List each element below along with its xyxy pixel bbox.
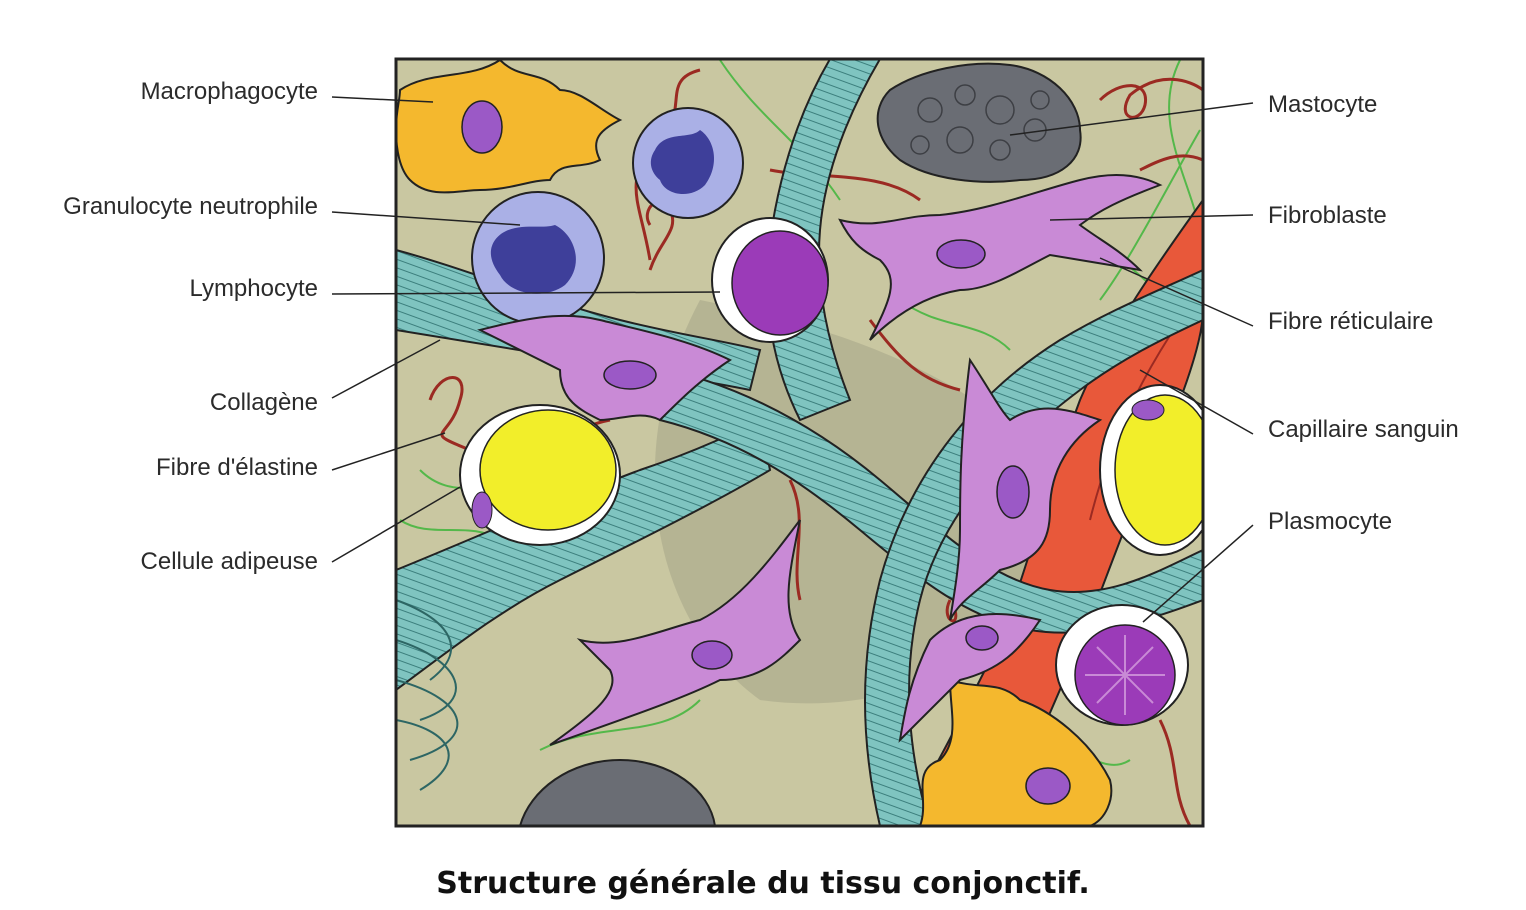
leader-reticulaire (1099, 257, 1254, 327)
leader-elastine (331, 432, 446, 471)
macrophagocyte-bottom-nucleus (1025, 767, 1071, 805)
fibroblast-top-right (838, 174, 1163, 341)
leader-granulocyte (331, 211, 521, 226)
mastocyte-cell (876, 62, 1082, 183)
label-plasmocyte: Plasmocyte (1268, 508, 1393, 535)
fibroblast-bottom-center (898, 613, 1042, 743)
fibroblast-center-left-nucleus (603, 360, 657, 390)
label-capillaire-sanguin: Capillaire sanguin (1268, 416, 1459, 443)
leader-adipeuse (331, 486, 461, 563)
plasmocyte-chromatin-spokes (1085, 635, 1165, 715)
label-granulocyte-neutrophile: Granulocyte neutrophile (63, 193, 318, 220)
fibroblast-center-left (477, 314, 732, 422)
fibroblast-lower-left-nucleus (691, 640, 733, 670)
adipocyte-right-nucleus (1131, 399, 1165, 421)
label-fibroblaste: Fibroblaste (1268, 202, 1387, 229)
macrophagocyte-nucleus (461, 100, 503, 154)
panel-border (394, 57, 1205, 828)
label-fibre-elastine: Fibre d'élastine (156, 454, 318, 481)
macrophagocyte-cell (396, 59, 623, 194)
fibroblast-top-right-nucleus (936, 239, 986, 269)
label-collagene: Collagène (209, 389, 318, 416)
label-cellule-adipeuse: Cellule adipeuse (140, 548, 318, 575)
fibroblast-right-nucleus (996, 465, 1030, 519)
label-lymphocyte: Lymphocyte (189, 275, 318, 302)
label-macrophagocyte: Macrophagocyte (140, 78, 318, 105)
tissue-panel (396, 59, 1203, 826)
leader-collagene (331, 339, 441, 399)
neutrophil-lower-nucleus (490, 225, 576, 294)
leader-fibroblaste (1049, 214, 1254, 221)
fibroblast-lower-left (549, 519, 802, 746)
collagen-band-right-arc (864, 268, 1203, 826)
neutrophil-upper-nucleus (650, 130, 715, 195)
adipocyte-left-nucleus (471, 491, 493, 529)
lymphocyte-nucleus (731, 230, 829, 336)
leader-lines (331, 96, 1254, 623)
collagen-fan-strands (396, 599, 459, 791)
leader-macrophagocyte (331, 96, 434, 103)
mastocyte-cell-bottom (518, 758, 717, 826)
leader-plasmocyte (1142, 524, 1254, 623)
leader-capillaire (1139, 369, 1254, 435)
label-fibre-reticulaire: Fibre réticulaire (1268, 308, 1434, 335)
leader-lymphocyte (331, 291, 721, 295)
adipocyte-right-droplet (1114, 394, 1203, 546)
adipocyte-left-droplet (479, 409, 617, 531)
figure-caption: Structure générale du tissu conjonctif. (436, 866, 1090, 901)
label-mastocyte: Mastocyte (1268, 91, 1378, 118)
fibroblast-bottom-center-nucleus (965, 625, 999, 651)
leader-mastocyte (1009, 102, 1254, 136)
